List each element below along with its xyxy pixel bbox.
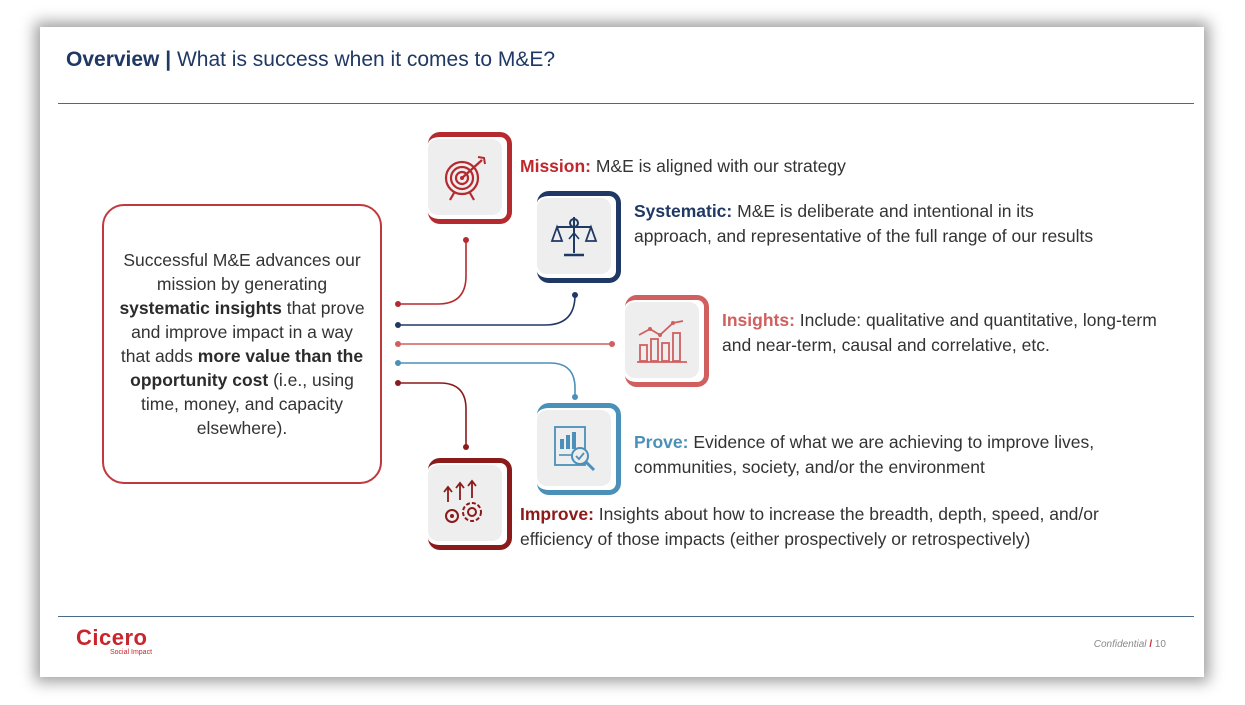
item-mission: Mission: M&E is aligned with our strateg… bbox=[520, 156, 846, 176]
mission-frame bbox=[428, 132, 512, 224]
target-icon bbox=[428, 139, 502, 215]
improve-frame bbox=[428, 458, 512, 550]
bar-chart-icon bbox=[625, 302, 699, 378]
systematic-frame bbox=[537, 191, 621, 283]
page-number: 10 bbox=[1154, 639, 1166, 650]
footer-page-info: Confidential / 10 bbox=[1093, 639, 1166, 650]
summary-text: Successful M&E advances our mission by g… bbox=[119, 250, 365, 438]
summary-callout: Successful M&E advances our mission by g… bbox=[102, 204, 382, 484]
insights-frame bbox=[625, 295, 709, 387]
item-systematic: Systematic: M&E is deliberate and intent… bbox=[634, 201, 1094, 246]
cicero-logo: Cicero Social Impact bbox=[76, 625, 153, 657]
prove-frame bbox=[537, 403, 621, 495]
item-insights: Insights: Include: qualitative and quant… bbox=[722, 310, 1157, 355]
gears-arrows-icon bbox=[428, 465, 502, 541]
balance-scale-icon bbox=[537, 198, 611, 274]
header-divider bbox=[58, 103, 1194, 104]
report-magnifier-icon bbox=[537, 410, 611, 486]
item-prove: Prove: Evidence of what we are achieving… bbox=[634, 432, 1095, 477]
footer-divider bbox=[58, 616, 1194, 617]
connector-lines bbox=[395, 237, 615, 450]
page-title: Overview | What is success when it comes… bbox=[66, 48, 556, 71]
slide: Overview | What is success when it comes… bbox=[40, 27, 1204, 677]
item-improve: Improve: Insights about how to increase … bbox=[520, 504, 1099, 549]
